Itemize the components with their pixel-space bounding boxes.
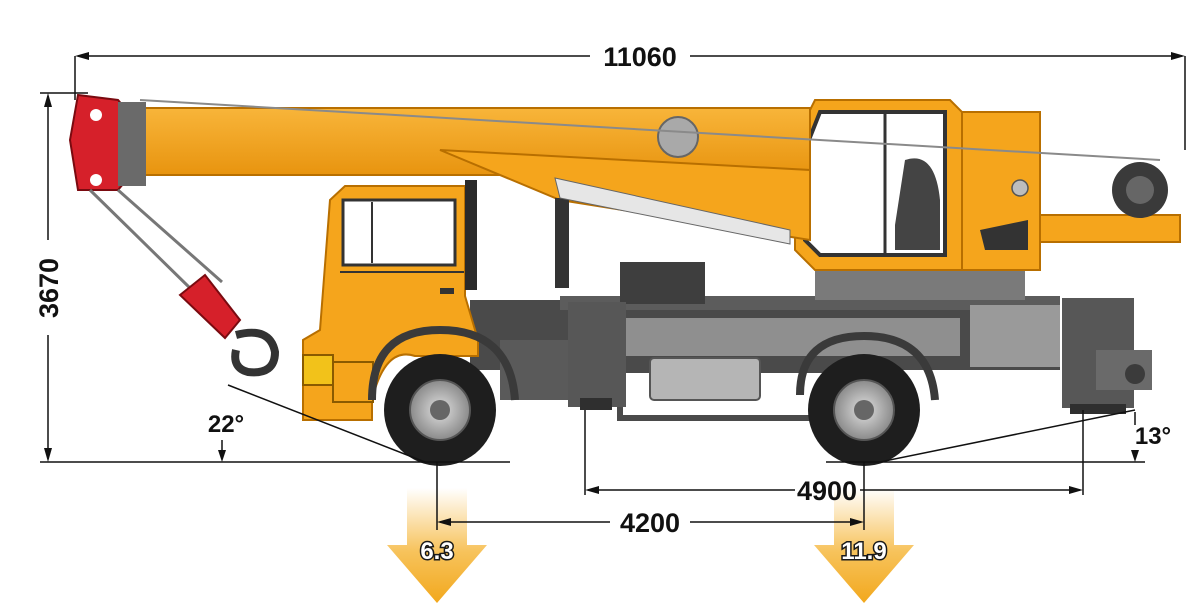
overall-length-dimension: 11060	[74, 42, 1186, 150]
telescopic-boom	[139, 107, 811, 288]
rear-fender	[796, 331, 939, 401]
truck-cab	[302, 180, 479, 421]
rear-axle-load-label: 11.9	[841, 538, 886, 565]
crane-superstructure	[794, 99, 1181, 300]
approach-angle-dimension: 22°	[208, 384, 426, 463]
rear-wheel	[808, 354, 920, 466]
front-axle-load-label: 6.3	[420, 538, 453, 565]
hook-cables	[88, 99, 1161, 292]
overall-height-label: 3670	[34, 258, 64, 318]
rear-axle-load-arrow: 11.9	[814, 488, 914, 603]
departure-angle-label: 13°	[1135, 423, 1171, 450]
departure-angle-dimension: 13°	[826, 409, 1171, 463]
approach-angle-label: 22°	[208, 411, 244, 438]
front-axle-load-arrow: 6.3	[387, 488, 487, 603]
outrigger-span-label: 4900	[797, 476, 857, 506]
hook-block	[178, 273, 280, 377]
front-fender	[368, 325, 519, 401]
outrigger-span-dimension: 4900	[584, 410, 1084, 506]
rear-outrigger	[1062, 298, 1152, 414]
front-wheel	[384, 354, 496, 466]
overall-length-label: 11060	[603, 42, 677, 72]
wheelbase-dimension: 4200	[436, 462, 865, 538]
front-outrigger	[568, 302, 626, 410]
wheelbase-label: 4200	[620, 508, 680, 538]
boom-head	[68, 93, 146, 191]
overall-height-dimension: 3670	[34, 92, 510, 463]
crane-truck-illustration	[68, 93, 1181, 466]
